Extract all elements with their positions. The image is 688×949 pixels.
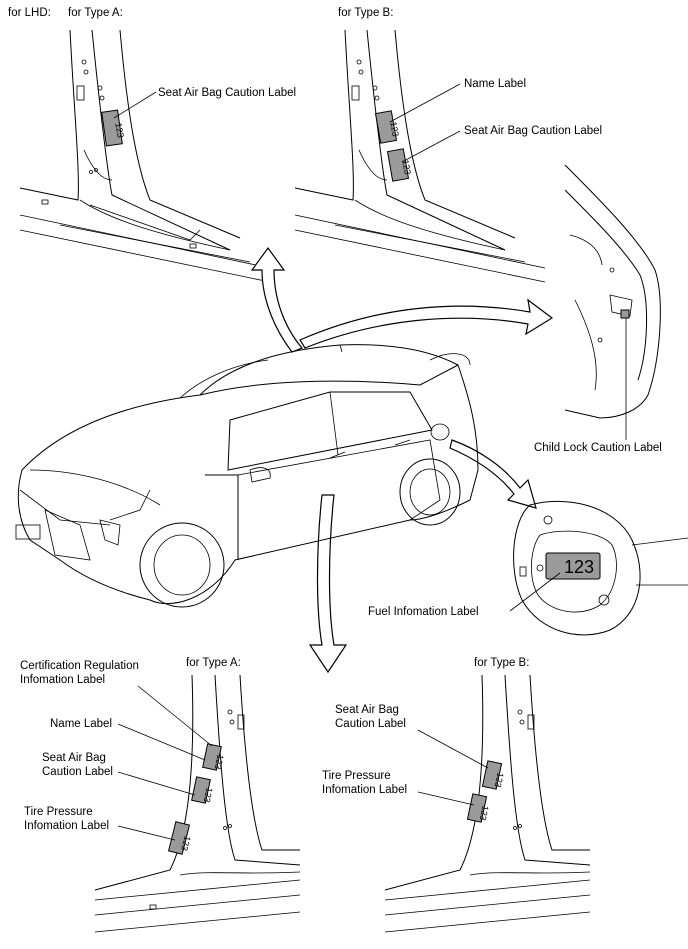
heading-for-lhd: for LHD: <box>8 7 51 19</box>
pillar-bottom-a <box>94 674 301 933</box>
heading-type-a-top: for Type A: <box>68 7 123 19</box>
sticker-bottom-b: 123 123 <box>466 760 506 823</box>
sticker-top-b-name: 123 <box>374 110 401 144</box>
sticker-bottom-a-text-1: 123 <box>213 754 226 771</box>
arrow-up-icon <box>250 246 303 353</box>
heading-type-b-top: for Type B: <box>338 7 394 19</box>
sticker-bottom-a-text-3: 123 <box>179 835 192 852</box>
sticker-top-a: 123 <box>101 109 126 147</box>
fuel-detail: 123 <box>513 500 688 636</box>
sticker-top-b-name-text: 123 <box>388 121 400 138</box>
arrow-right-icon <box>299 298 554 349</box>
callout-top-a-seat-airbag: Seat Air Bag Caution Label <box>158 87 297 99</box>
pillar-bottom-b <box>384 674 591 933</box>
sticker-bottom-b-text-2: 123 <box>478 805 491 822</box>
sticker-top-b-airbag: 123 <box>386 148 413 182</box>
sticker-bottom-a-text-2: 123 <box>202 787 215 804</box>
callout-bottom-b-seat-airbag: Seat Air Bag Caution Label <box>335 704 406 730</box>
callout-fuel-info: Fuel Infomation Label <box>368 606 479 618</box>
car-illustration <box>15 344 479 608</box>
callout-bottom-a-seat-airbag: Seat Air Bag Caution Label <box>42 752 113 778</box>
arrow-down-icon <box>308 494 348 674</box>
callout-top-b-seat-airbag: Seat Air Bag Caution Label <box>464 125 603 137</box>
arrow-diag-icon <box>449 439 537 509</box>
fuel-sticker <box>545 552 601 580</box>
callout-child-lock: Child Lock Caution Label <box>534 442 662 454</box>
callout-bottom-a-certification: Certification Regulation Infomation Labe… <box>20 660 139 686</box>
pillar-top-a <box>19 29 271 283</box>
pillar-top-b <box>294 29 546 283</box>
sticker-bottom-b-text-1: 123 <box>493 772 506 789</box>
sticker-top-b-airbag-text: 123 <box>400 159 412 176</box>
door-detail <box>564 164 661 419</box>
callout-bottom-a-name: Name Label <box>50 718 113 730</box>
sticker-top-a-text: 123 <box>113 122 125 139</box>
fuel-sticker-text: 123 <box>564 557 594 577</box>
heading-type-a-bottom: for Type A: <box>186 657 241 669</box>
callout-bottom-a-tire: Tire Pressure Infomation Label <box>24 806 110 832</box>
sticker-bottom-a: 123 123 123 <box>167 743 226 855</box>
callout-bottom-b-tire: Tire Pressure Infomation Label <box>322 770 408 796</box>
heading-type-b-bottom: for Type B: <box>474 657 530 669</box>
callout-top-b-name: Name Label <box>464 78 527 90</box>
